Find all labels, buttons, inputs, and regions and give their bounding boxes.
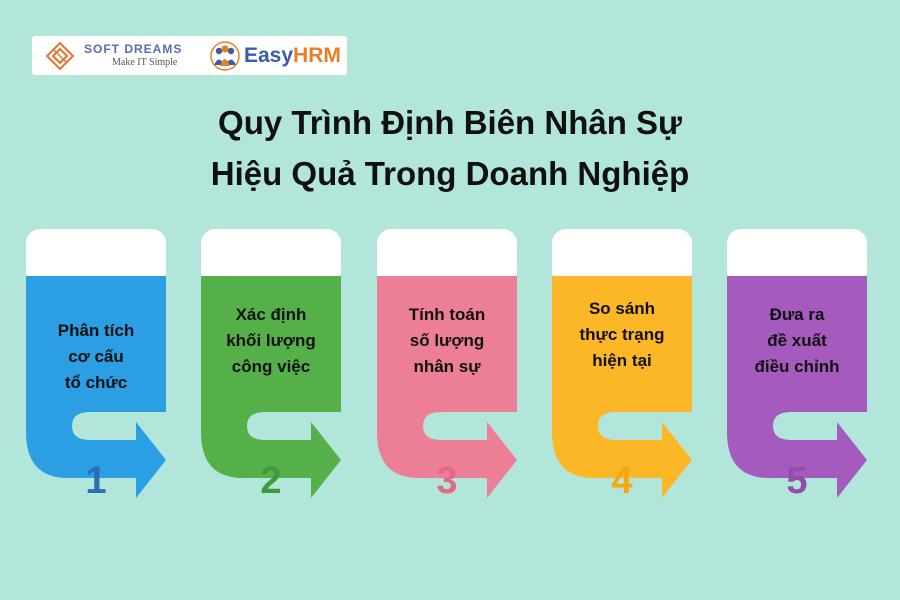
step-arrow-body bbox=[26, 276, 166, 498]
logo-bar: SOFT DREAMS Make IT Simple EasyHRM bbox=[32, 36, 347, 75]
step-label: Tính toán số lượng nhân sự bbox=[408, 305, 486, 376]
step-label: Phân tích cơ cấu tổ chức bbox=[57, 321, 135, 392]
step-number: 5 bbox=[786, 460, 808, 502]
step-number-tab bbox=[552, 229, 692, 285]
step-number: 1 bbox=[85, 460, 107, 502]
softdreams-name: SOFT DREAMS bbox=[84, 42, 183, 56]
step-number: 4 bbox=[611, 460, 633, 502]
step-arrow-shape bbox=[377, 229, 517, 498]
step-arrow-body bbox=[201, 276, 341, 498]
step-label: Đưa ra đề xuất điều chỉnh bbox=[754, 305, 840, 376]
page-title-line2: Hiệu Quả Trong Doanh Nghiệp bbox=[210, 155, 690, 192]
step-label: Xác định khối lượng công việc bbox=[226, 305, 316, 376]
page-title-line1: Quy Trình Định Biên Nhân Sự bbox=[218, 104, 682, 141]
step-number: 2 bbox=[260, 460, 282, 502]
easyhrm-logo-icon bbox=[210, 41, 240, 71]
step-label: So sánh thực trạng hiện tại bbox=[579, 299, 665, 370]
step-card-2: 2 Xác định khối lượng công việc bbox=[199, 226, 343, 516]
step-number-tab bbox=[727, 229, 867, 285]
step-arrow-body bbox=[727, 276, 867, 498]
step-number-tab bbox=[377, 229, 517, 285]
step-number: 3 bbox=[436, 460, 458, 502]
step-card-3: 3 Tính toán số lượng nhân sự bbox=[375, 226, 519, 516]
step-arrow-shape bbox=[727, 229, 867, 498]
step-arrow-shape bbox=[26, 229, 166, 498]
step-number-tab bbox=[26, 229, 166, 285]
step-card-1: 1 Phân tích cơ cấu tổ chức bbox=[24, 226, 168, 516]
softdreams-text: SOFT DREAMS Make IT Simple bbox=[84, 42, 182, 68]
softdreams-tagline: Make IT Simple bbox=[112, 57, 178, 68]
step-number-tab bbox=[201, 229, 341, 285]
easyhrm-name: EasyHRM bbox=[244, 44, 341, 67]
step-card-4: 4 So sánh thực trạng hiện tại bbox=[550, 226, 694, 516]
step-arrow-body bbox=[552, 276, 692, 498]
step-arrow-body bbox=[377, 276, 517, 498]
step-arrow-shape bbox=[552, 229, 692, 498]
step-arrow-shape bbox=[201, 229, 341, 498]
softdreams-logo-icon bbox=[46, 42, 74, 70]
step-card-5: 5 Đưa ra đề xuất điều chỉnh bbox=[725, 226, 869, 516]
